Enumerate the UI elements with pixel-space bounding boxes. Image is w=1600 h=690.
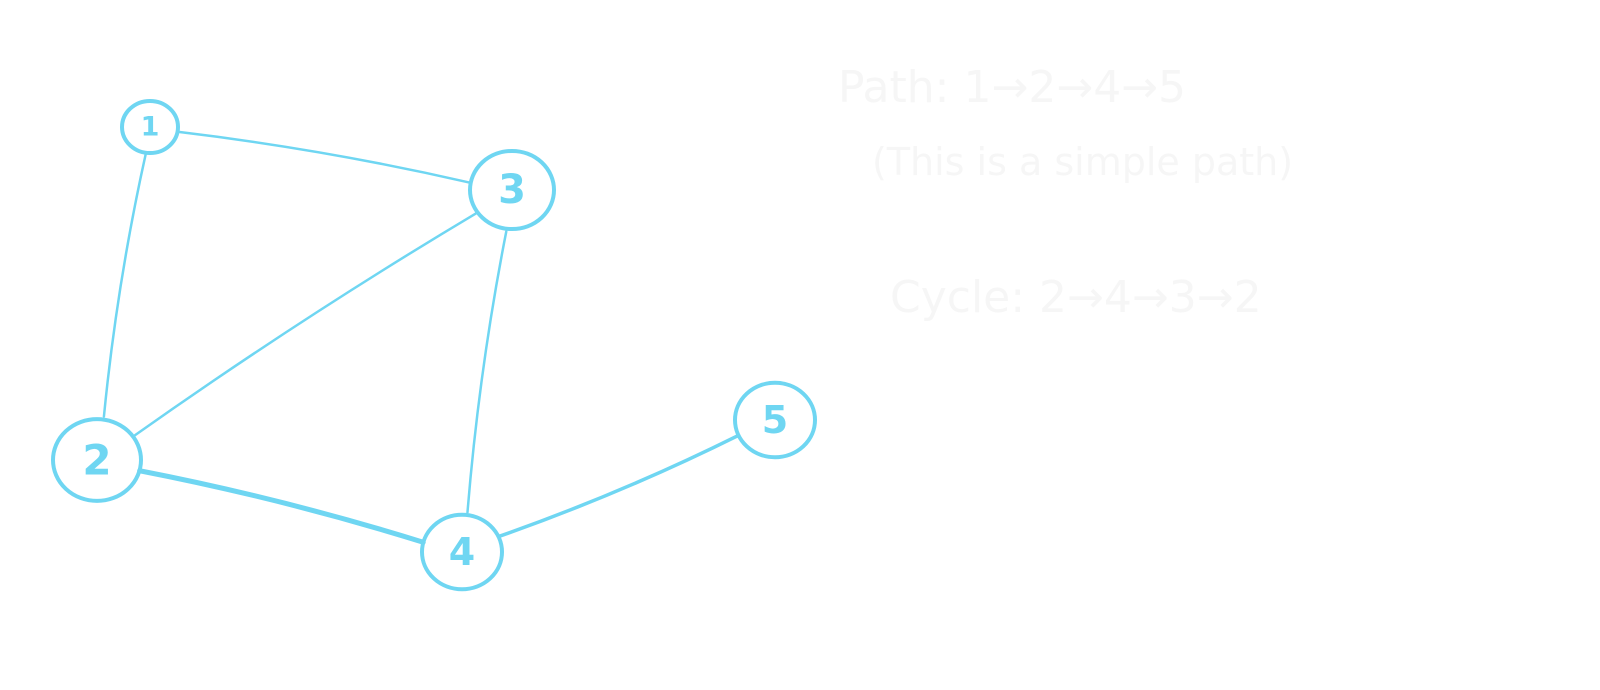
node-label: 2	[82, 436, 111, 485]
node-circle	[733, 380, 817, 460]
cycle-text: Cycle: 2→4→3→2	[890, 272, 1262, 323]
edge-4-5	[497, 433, 740, 539]
edge-2-4	[137, 468, 426, 545]
node-label: 3	[498, 167, 526, 213]
node-circle	[468, 148, 556, 232]
node-circle	[120, 98, 180, 156]
node-circle	[420, 512, 504, 592]
edge-1-3	[176, 130, 472, 185]
node-label: 4	[449, 530, 475, 574]
node-4: 4	[420, 512, 504, 592]
node-2: 2	[51, 417, 143, 503]
edge-2-3	[132, 211, 479, 438]
path-text: Path: 1→2→4→5	[838, 62, 1187, 113]
node-3: 3	[468, 148, 556, 232]
node-5: 5	[733, 380, 817, 460]
edge-3-4	[466, 230, 508, 514]
node-label: 5	[762, 398, 788, 442]
edge-1-2	[102, 153, 147, 418]
node-label: 1	[141, 112, 160, 143]
node-1: 1	[120, 98, 180, 156]
node-circle	[51, 417, 143, 503]
path-note-text: (This is a simple path)	[872, 140, 1294, 184]
